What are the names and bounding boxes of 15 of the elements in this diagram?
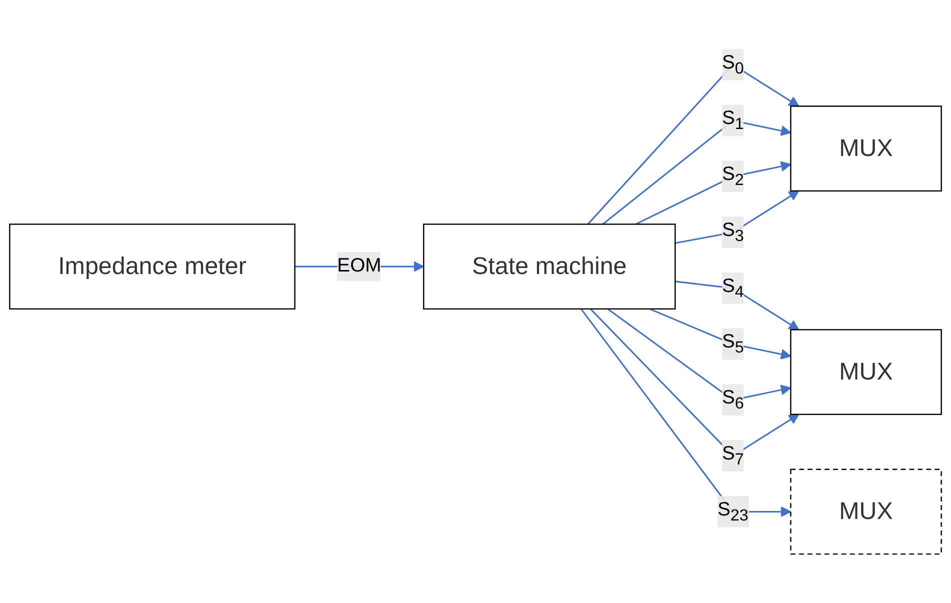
node-box: MUX [790, 329, 942, 415]
edge-label: S$_{23}$ [718, 500, 748, 524]
edge-label: S$_{2}$ [722, 164, 744, 189]
edge-label: S$_{1}$ [722, 108, 744, 133]
edge-label: EOM [337, 256, 382, 276]
node-box: Impedance meter [9, 224, 296, 310]
edge-label: S$_{0}$ [722, 52, 744, 77]
node-box: MUX [790, 468, 942, 555]
node-box: MUX [790, 106, 942, 192]
edge-label: S$_{4}$ [722, 276, 744, 300]
edge-label: S$_{5}$ [722, 332, 744, 356]
edge-label: S$_{3}$ [722, 220, 744, 245]
node-box: State machine [423, 224, 676, 310]
edge-label: S$_{7}$ [722, 444, 744, 468]
edge-label: S$_{6}$ [722, 388, 744, 412]
